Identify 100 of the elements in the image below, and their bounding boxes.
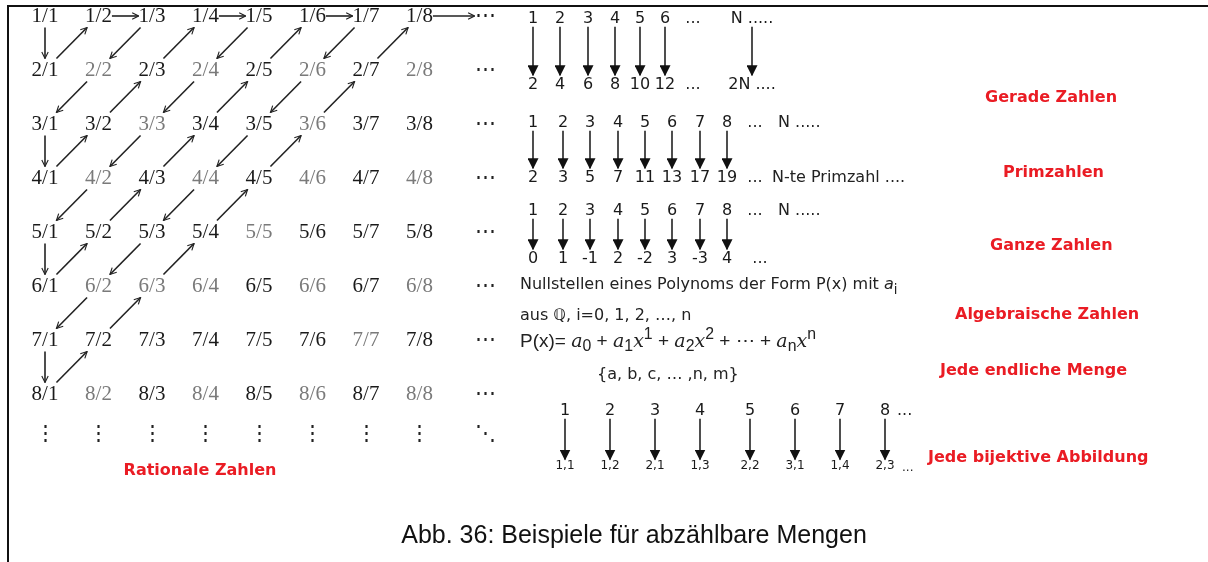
vertical-ellipsis: ⋮ bbox=[409, 422, 430, 446]
number: 3 bbox=[557, 168, 569, 186]
fraction: 6/5 bbox=[245, 274, 273, 298]
number: 2N .... bbox=[728, 75, 776, 93]
set-notation: {a, b, c, … ,n, m} bbox=[597, 365, 739, 383]
number: 2 bbox=[527, 168, 539, 186]
fraction: 4/7 bbox=[352, 166, 380, 190]
arrow bbox=[55, 188, 88, 222]
number: 6 bbox=[666, 113, 678, 131]
fraction: 4/8 bbox=[406, 166, 433, 190]
number: 1 bbox=[559, 401, 571, 419]
number: 8 bbox=[609, 75, 621, 93]
arrow bbox=[41, 350, 49, 384]
fraction: 4/2 bbox=[85, 166, 112, 190]
arrow bbox=[109, 80, 142, 114]
number: 6 bbox=[666, 201, 678, 219]
arrow bbox=[55, 242, 88, 276]
arrow bbox=[432, 12, 476, 20]
arrow bbox=[582, 26, 594, 77]
number: -3 bbox=[692, 249, 708, 267]
arrow bbox=[649, 418, 661, 461]
fraction: 8/3 bbox=[138, 382, 166, 406]
arrow bbox=[666, 218, 678, 251]
arrow bbox=[604, 418, 616, 461]
ellipsis: ⋯ bbox=[474, 382, 496, 406]
number: 8 bbox=[879, 401, 891, 419]
number: 8 bbox=[721, 113, 733, 131]
arrow bbox=[694, 218, 706, 251]
number: -1 bbox=[582, 249, 598, 267]
vertical-ellipsis: ⋮ bbox=[34, 422, 56, 446]
arrow bbox=[559, 418, 571, 461]
fraction: 5/8 bbox=[406, 220, 433, 244]
number: 2 bbox=[557, 201, 569, 219]
arrow bbox=[109, 188, 142, 222]
number: 3 bbox=[666, 249, 678, 267]
fraction: 2/4 bbox=[192, 58, 219, 82]
fraction: 3/3 bbox=[138, 112, 166, 136]
arrow bbox=[55, 26, 88, 60]
arrow bbox=[376, 26, 409, 60]
diagonal-ellipsis: ⋱ bbox=[474, 422, 496, 446]
fraction: 6/3 bbox=[138, 274, 166, 298]
number: 2 bbox=[612, 249, 624, 267]
fraction: 7/6 bbox=[299, 328, 326, 352]
fraction: 2/1 bbox=[31, 58, 59, 82]
arrow bbox=[269, 26, 302, 60]
fraction: 6/1 bbox=[31, 274, 59, 298]
arrow bbox=[612, 130, 624, 170]
vertical-ellipsis: ⋮ bbox=[195, 422, 216, 446]
number: 7 bbox=[834, 401, 846, 419]
number: 17 bbox=[689, 168, 711, 186]
vertical-ellipsis: ⋮ bbox=[302, 422, 323, 446]
fraction: 5/5 bbox=[245, 220, 273, 244]
set-name: Algebraische Zahlen bbox=[955, 305, 1140, 323]
number: 3 bbox=[584, 113, 596, 131]
ellipsis: ⋯ bbox=[474, 4, 496, 28]
fraction: 4/3 bbox=[138, 166, 166, 190]
arrow bbox=[269, 80, 302, 114]
set-name: Jede bijektive Abbildung bbox=[928, 448, 1149, 466]
arrow bbox=[55, 134, 88, 168]
fraction: 7/1 bbox=[31, 328, 59, 352]
number: 0 bbox=[527, 249, 539, 267]
arrow bbox=[721, 130, 733, 170]
ellipsis: ⋯ bbox=[474, 274, 496, 298]
number: 4 bbox=[612, 201, 624, 219]
arrow bbox=[879, 418, 891, 461]
figure-caption: Abb. 36: Beispiele für abzählbare Mengen bbox=[401, 520, 867, 548]
fraction: 8/5 bbox=[245, 382, 273, 406]
fraction: 6/7 bbox=[352, 274, 380, 298]
number-pair: 2,2 bbox=[740, 459, 760, 473]
arrow bbox=[216, 80, 249, 114]
number: 5 bbox=[584, 168, 596, 186]
formula: P(x)= a$_{0}$ + a$_{1}$x$^{1}$ + a$_{2}$x$^{2}$ + ⋯ + a$_{n}$x$^{n}$ bbox=[520, 325, 816, 355]
arrow bbox=[218, 12, 247, 20]
fraction: 6/4 bbox=[192, 274, 219, 298]
arrow bbox=[789, 418, 801, 461]
number: 6 bbox=[659, 9, 671, 27]
fraction: 2/7 bbox=[352, 58, 380, 82]
set-name: Rationale Zahlen bbox=[123, 461, 277, 479]
vertical-ellipsis: ⋮ bbox=[141, 422, 163, 446]
fraction: 8/6 bbox=[299, 382, 326, 406]
arrow bbox=[694, 130, 706, 170]
fraction: 8/8 bbox=[406, 382, 433, 406]
ellipsis: ... bbox=[685, 9, 701, 27]
number-pair: 1,2 bbox=[600, 459, 620, 473]
fraction: 3/5 bbox=[245, 112, 273, 136]
fraction: 1/8 bbox=[406, 4, 433, 28]
arrow bbox=[527, 218, 539, 251]
arrow bbox=[41, 134, 49, 168]
fraction: 5/6 bbox=[299, 220, 326, 244]
fraction: 3/6 bbox=[299, 112, 326, 136]
number: 6 bbox=[789, 401, 801, 419]
number: 5 bbox=[634, 9, 646, 27]
number: N ..... bbox=[778, 201, 821, 219]
arrow bbox=[41, 242, 49, 276]
fraction: 7/8 bbox=[406, 328, 433, 352]
fraction: 2/5 bbox=[245, 58, 273, 82]
number-pair: 1,3 bbox=[690, 459, 710, 473]
fraction: 3/2 bbox=[85, 112, 112, 136]
number: 11 bbox=[634, 168, 656, 186]
number: 19 bbox=[716, 168, 738, 186]
